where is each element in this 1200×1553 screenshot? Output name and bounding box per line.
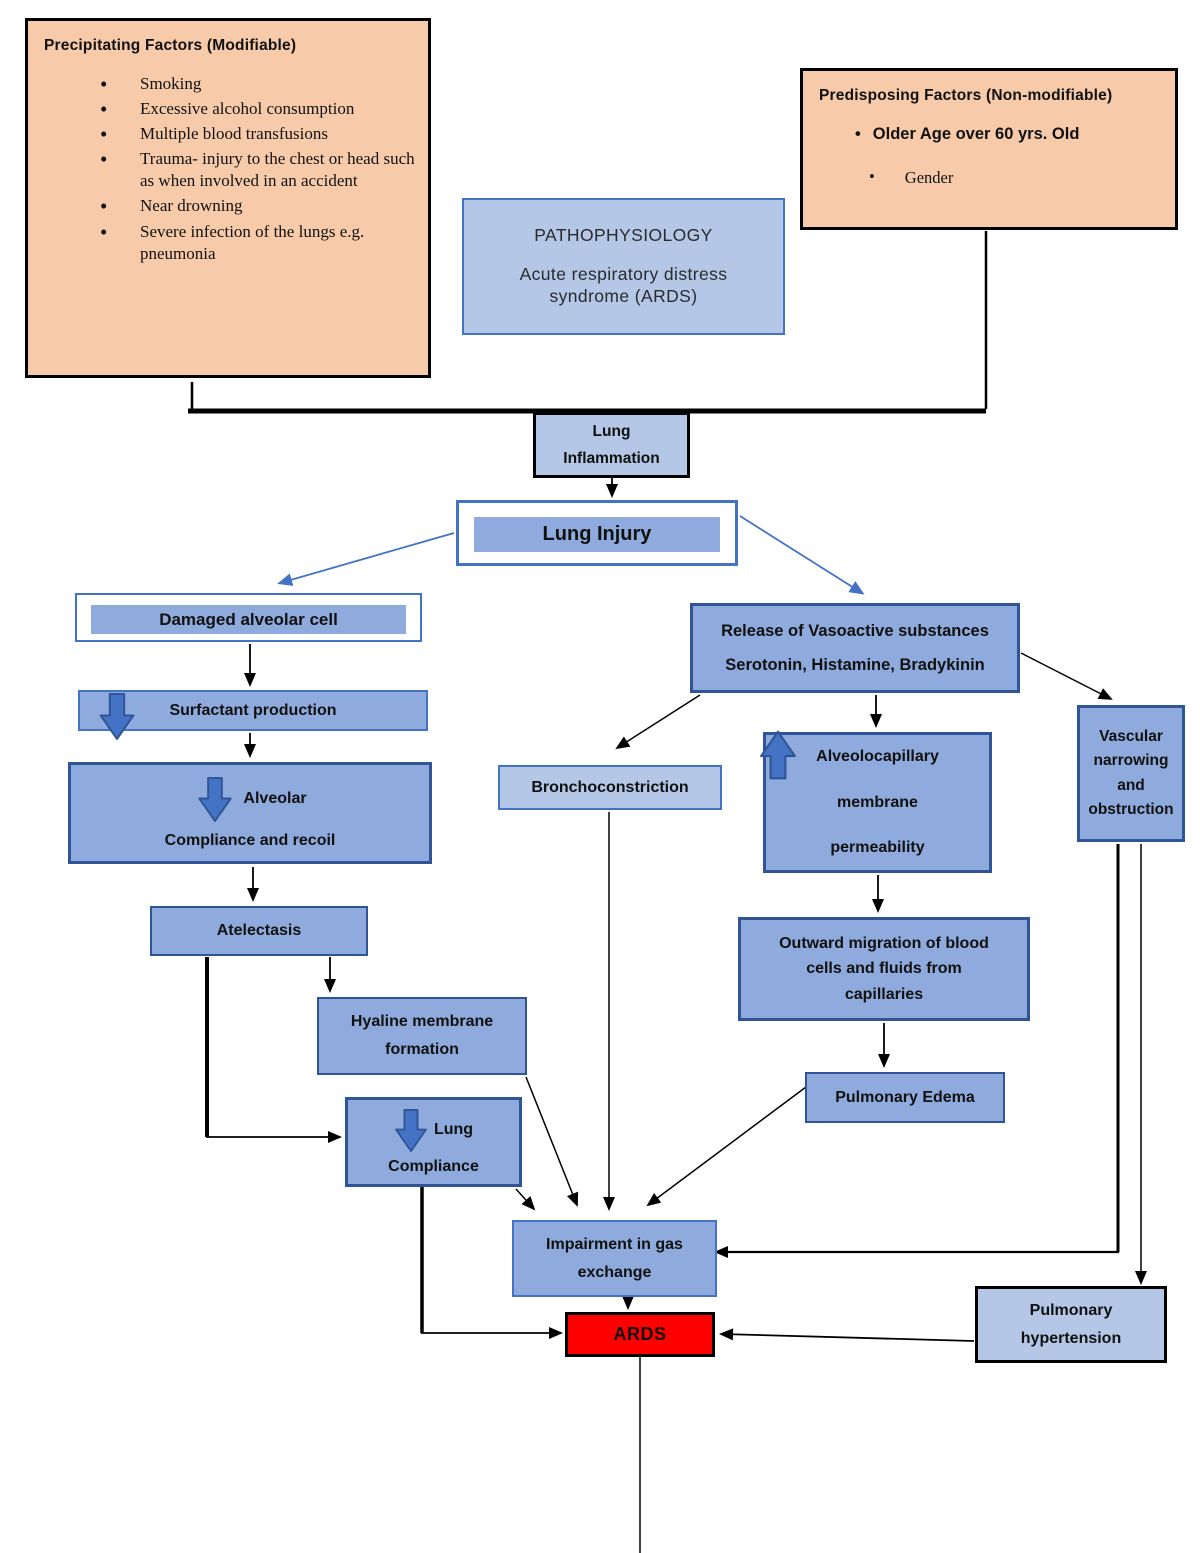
down-arrow-icon [395, 1108, 427, 1152]
node-alveolocapillary-label: Alveolocapillary membrane permeability [816, 748, 939, 857]
node-lung-compliance: Lung Compliance [345, 1097, 522, 1187]
pathophysiology-title-box: PATHOPHYSIOLOGY Acute respiratory distre… [462, 198, 785, 335]
list-item: • Gender [869, 167, 954, 188]
node-pulmonary-edema: Pulmonary Edema [805, 1072, 1005, 1123]
node-vasoactive-label-1: Release of Vasoactive substances [721, 621, 989, 640]
node-vasoactive-release: Release of Vasoactive substances Seroton… [690, 603, 1020, 693]
precipitating-list: Smoking Excessive alcohol consumption Mu… [100, 71, 430, 268]
node-ards: ARDS [565, 1312, 715, 1357]
precipitating-factors-box: Precipitating Factors (Modifiable) Smoki… [25, 18, 431, 378]
precipitating-title: Precipitating Factors (Modifiable) [44, 37, 297, 54]
node-alveolar-compliance: Alveolar Compliance and recoil [68, 762, 432, 864]
list-item-label: Older Age over 60 yrs. Old [872, 125, 1080, 143]
node-alveolar-label-2: Compliance and recoil [164, 831, 336, 849]
predisposing-title: Predisposing Factors (Non-modifiable) [819, 87, 1113, 104]
node-lung-inflammation: Lung Inflammation [533, 412, 690, 478]
node-lung-injury: Lung Injury [456, 500, 738, 566]
node-impairment-gas-exchange: Impairment in gas exchange [512, 1220, 717, 1297]
list-item: Multiple blood transfusions [100, 121, 430, 148]
node-lung-compliance-label-2: Compliance [388, 1157, 479, 1175]
down-arrow-icon [198, 776, 233, 822]
bullet-icon: • [855, 125, 861, 143]
list-item: Excessive alcohol consumption [100, 96, 430, 123]
list-item: Near drowning [100, 193, 430, 220]
node-lung-injury-label: Lung Injury [474, 517, 720, 552]
node-vasoactive-label-2: Serotonin, Histamine, Bradykinin [725, 655, 985, 674]
predisposing-factors-box: Predisposing Factors (Non-modifiable) • … [800, 68, 1178, 230]
list-item-label: Gender [904, 168, 954, 187]
list-item: Smoking [100, 71, 430, 98]
list-item: • Older Age over 60 yrs. Old [855, 125, 1079, 144]
node-atelectasis: Atelectasis [150, 906, 368, 956]
node-vascular-narrowing: Vascular narrowing and obstruction [1077, 705, 1185, 842]
node-surfactant-label: Surfactant production [169, 701, 337, 719]
up-arrow-icon [760, 730, 796, 780]
list-item: Severe infection of the lungs e.g. pneum… [100, 219, 430, 265]
node-alveolocapillary-permeability: Alveolocapillary membrane permeability [760, 730, 992, 873]
list-item: Trauma- injury to the chest or head such… [100, 146, 430, 192]
node-damaged-alveolar-cell: Damaged alveolar cell [75, 593, 422, 642]
bullet-icon: • [869, 167, 875, 186]
node-pulmonary-hypertension: Pulmonary hypertension [975, 1286, 1167, 1363]
node-bronchoconstriction: Bronchoconstriction [498, 765, 722, 810]
node-lung-compliance-label-1: Lung [433, 1121, 474, 1138]
node-hyaline-membrane: Hyaline membrane formation [317, 997, 527, 1075]
node-alveolar-label-1: Alveolar [243, 790, 307, 807]
diagram-title: PATHOPHYSIOLOGY [534, 225, 713, 246]
node-damaged-alveolar-label: Damaged alveolar cell [91, 605, 406, 634]
node-outward-migration: Outward migration of blood cells and flu… [738, 917, 1030, 1021]
diagram-subtitle: Acute respiratory distress syndrome (ARD… [519, 264, 728, 306]
node-surfactant-production: Surfactant production [78, 690, 428, 740]
down-arrow-icon [99, 693, 135, 740]
